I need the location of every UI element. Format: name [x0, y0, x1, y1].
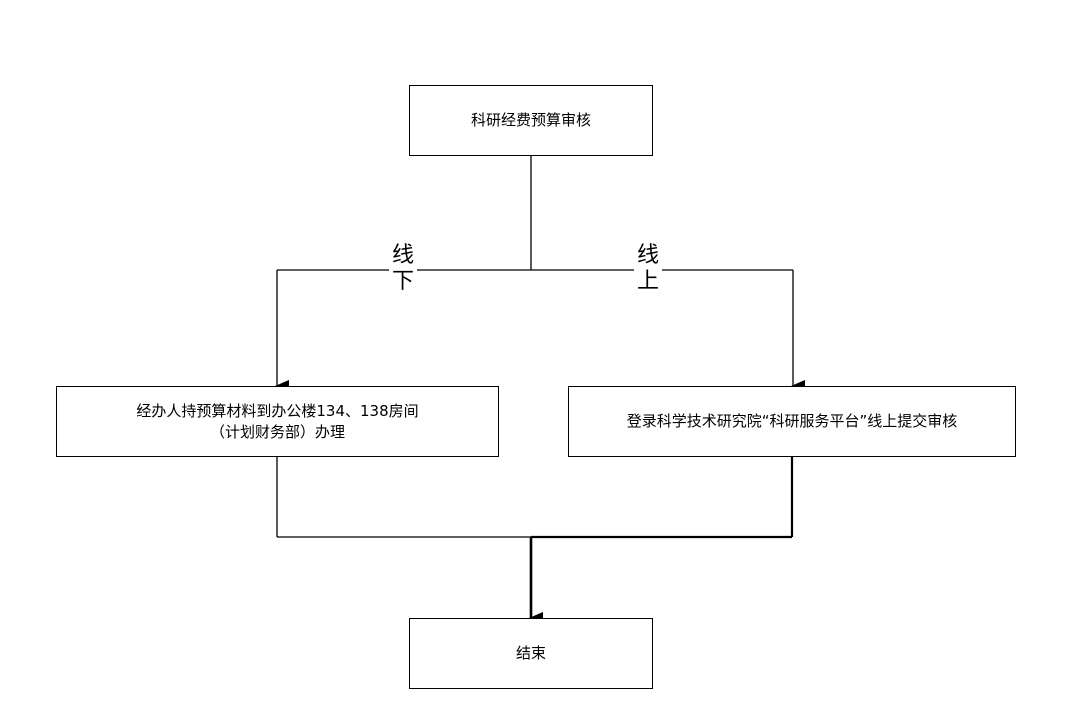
- online-action-node: 登录科学技术研究院“科研服务平台”线上提交审核: [568, 386, 1016, 457]
- offline-action-node: 经办人持预算材料到办公楼134、138房间 （计划财务部）办理: [56, 386, 499, 457]
- offline-action-label: 经办人持预算材料到办公楼134、138房间 （计划财务部）办理: [136, 401, 419, 441]
- end-node-label: 结束: [515, 644, 546, 662]
- branch-label-offline-char-1: 线: [391, 243, 414, 268]
- branch-label-online-char-2: 上: [636, 269, 659, 294]
- branch-label-online: 线 上: [634, 243, 662, 295]
- start-node-label: 科研经费预算审核: [470, 111, 591, 129]
- online-action-label: 登录科学技术研究院“科研服务平台”线上提交审核: [626, 412, 958, 430]
- branch-label-offline-char-2: 下: [391, 269, 414, 294]
- branch-label-offline: 线 下: [389, 243, 417, 295]
- branch-label-online-char-1: 线: [636, 243, 659, 268]
- start-node: 科研经费预算审核: [409, 85, 653, 156]
- end-node: 结束: [409, 618, 653, 689]
